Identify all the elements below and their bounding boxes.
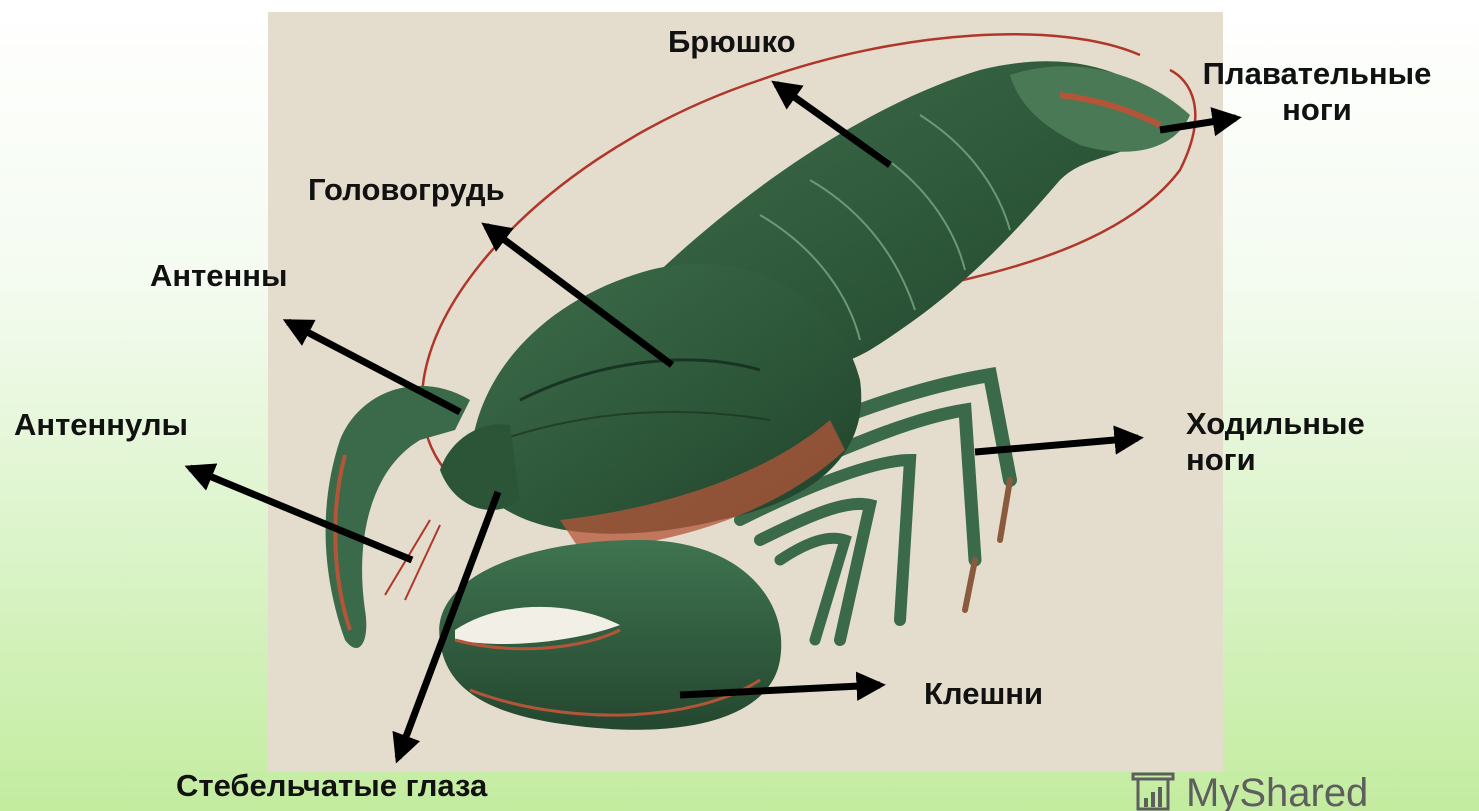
label-stalked-eyes: Стебельчатые глаза	[176, 768, 487, 804]
label-walking-legs: Ходильные ноги	[1186, 406, 1365, 478]
label-antennae: Антенны	[150, 258, 287, 294]
label-swimming-legs: Плавательные ноги	[1172, 56, 1462, 128]
label-cephalothorax: Головогрудь	[308, 172, 505, 208]
label-swimming-legs-line1: Плавательные	[1172, 56, 1462, 92]
watermark-text: MyShared	[1186, 770, 1368, 811]
label-walking-legs-line1: Ходильные	[1186, 406, 1365, 442]
watermark: MyShared	[1130, 770, 1368, 811]
arrow-antennae	[288, 322, 460, 412]
label-swimming-legs-line2: ноги	[1172, 92, 1462, 128]
label-walking-legs-line2: ноги	[1186, 442, 1365, 478]
label-claws: Клешни	[924, 676, 1043, 712]
label-abdomen: Брюшко	[668, 24, 796, 60]
presentation-icon	[1130, 770, 1176, 811]
label-antennules: Антеннулы	[14, 407, 188, 443]
